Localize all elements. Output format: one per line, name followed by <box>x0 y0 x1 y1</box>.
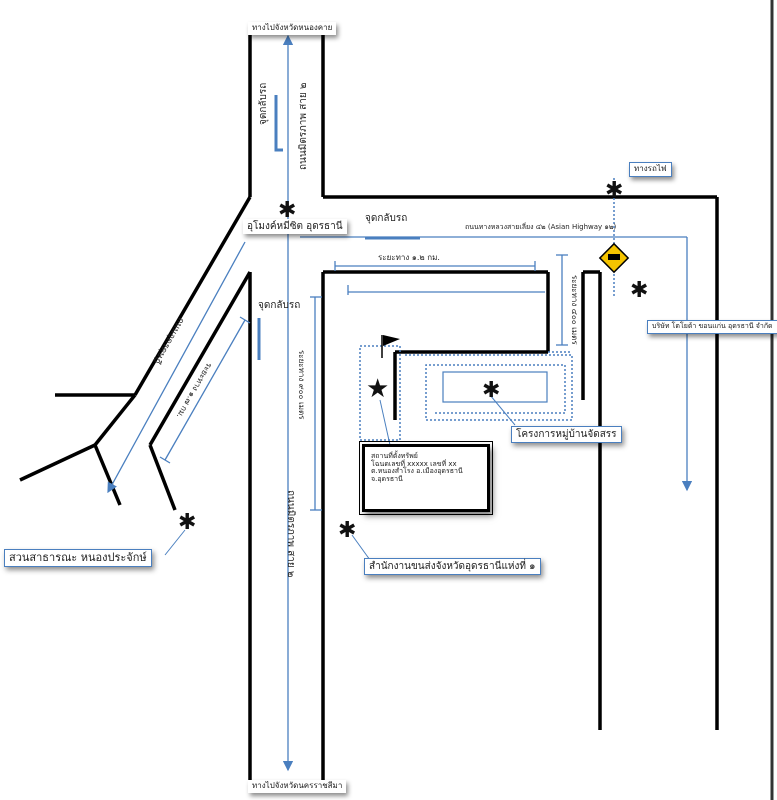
asterisk-marker-icon: ✱ <box>605 178 624 203</box>
label-distance-1-2km: ระยะทาง ๑.๒ กม. <box>378 253 440 262</box>
dotted-lines <box>359 178 615 441</box>
asterisk-marker-icon: ✱ <box>482 378 501 403</box>
route-lines <box>107 34 693 772</box>
label-road-mittraphap-bottom: ถนนมิตรภาพ สาย ๒ <box>285 490 296 578</box>
site-info-box: สถานที่ตั้งทรัพย์ โฉนดเลขที่ xxxxx เลขที… <box>359 441 493 515</box>
site-line-2: โฉนดเลขที่ xxxxx เลขที่ xx <box>371 459 457 468</box>
asterisk-marker-icon: ✱ <box>338 518 357 543</box>
site-line-4: จ.อุดรธานี <box>371 475 403 484</box>
flag-icon <box>381 335 400 358</box>
asterisk-marker-icon: ✱ <box>630 278 649 303</box>
road-ring <box>323 195 719 730</box>
label-company: บริษัท โตโยต้า ขอนแก่น อุดรธานี จำกัด <box>647 320 777 334</box>
label-project: โครงการหมู่บ้านจัดสรร <box>511 426 622 443</box>
star-marker-icon: ★ <box>366 374 390 404</box>
project-plot <box>442 371 548 403</box>
train-crossing-icon <box>598 242 630 274</box>
label-railway: ทางรถไฟ <box>629 162 672 177</box>
site-line-1: สถานที่ตั้งทรัพย์ <box>371 452 418 460</box>
road-udon-dutsadi <box>19 196 252 511</box>
label-to-korat: ทางไปจังหวัดนครราชสีมา <box>248 780 347 793</box>
label-underpass: อุโมงค์หมีซิต อุดรธานี <box>243 219 347 234</box>
label-distance-900m: ระยะทาง ๙๐๐ เมตร <box>297 350 306 420</box>
label-office: สำนักงานขนส่งจังหวัดอุดรธานีแห่งที่ ๑ <box>364 558 541 575</box>
label-park: สวนสาธารณะ หนองประจักษ์ <box>4 549 152 568</box>
label-ring-road: ถนนทางหลวงสายเลี่ยง ๔๒ (Asian Highway ๑๒… <box>465 223 617 231</box>
asterisk-marker-icon: ✱ <box>278 198 297 223</box>
label-road-mittraphap-top: ถนนมิตรภาพ สาย ๒ <box>298 82 309 170</box>
site-line-3: ต.หนองสำโรง อ.เมืองอุดรธานี <box>371 467 463 476</box>
label-to-nongkhai: ทางไปจังหวัดหนองคาย <box>248 22 337 35</box>
label-uturn-left: จุดกลับรถ <box>258 300 301 311</box>
label-distance-400m: ระยะทาง ๔๐๐ เมตร <box>570 275 579 345</box>
road-mittraphap <box>248 35 325 780</box>
label-uturn-mid: จุดกลับรถ <box>365 213 408 224</box>
asterisk-marker-icon: ✱ <box>178 510 197 535</box>
uturn-arrow-icon <box>257 95 420 360</box>
label-uturn-top: จุดกลับรถ <box>258 82 269 125</box>
